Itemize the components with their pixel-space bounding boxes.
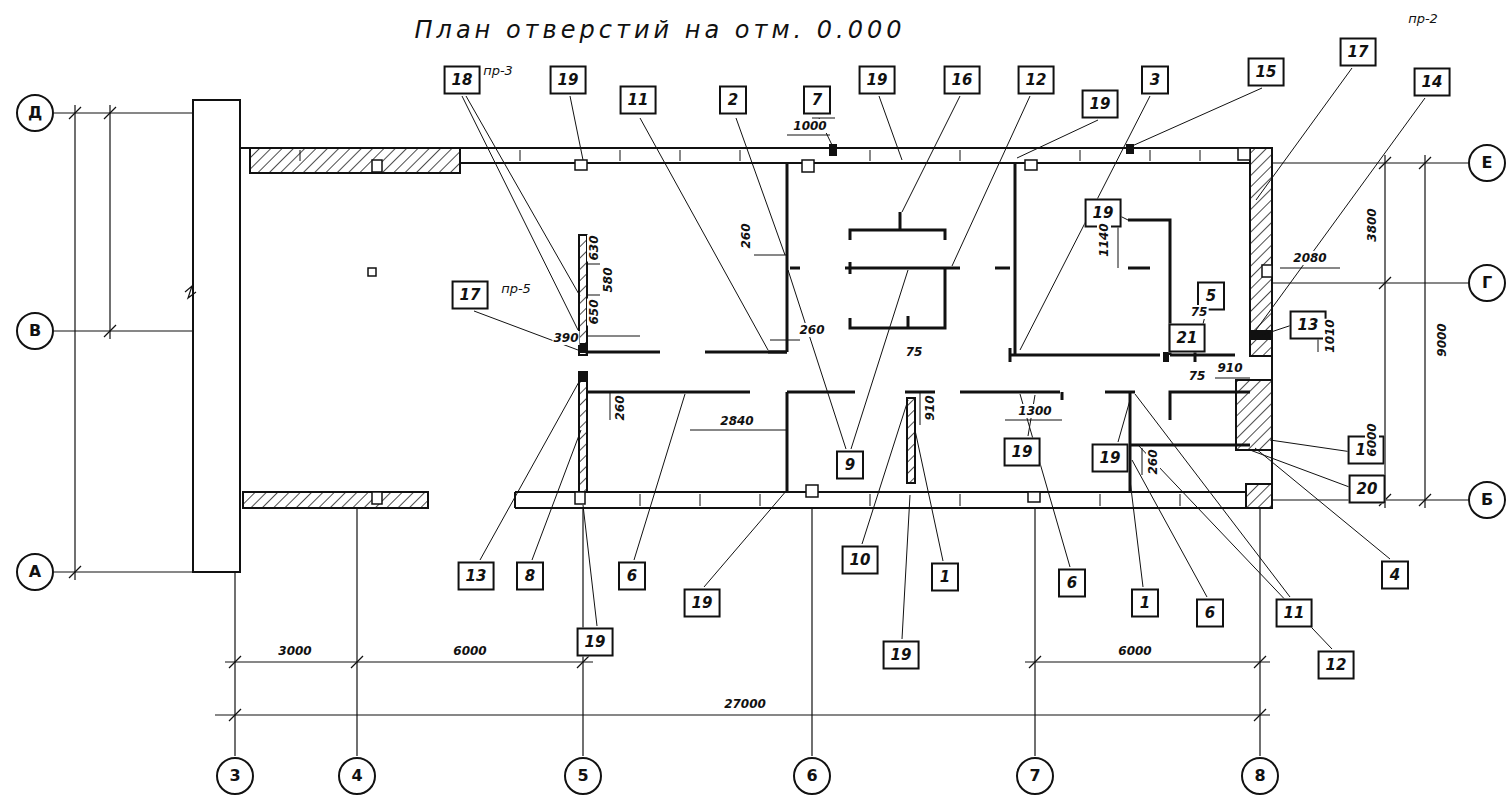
dimension: 1010 [1323, 318, 1337, 353]
callout-number: 20 [1349, 475, 1386, 504]
dimension: 9000 [1435, 322, 1449, 357]
opening-mark: пр-3 [482, 63, 514, 78]
callout-number: 19 [859, 66, 896, 95]
callout-number: 4 [1381, 561, 1409, 590]
dimension: 390 [552, 331, 579, 345]
dimension: 2840 [719, 414, 754, 428]
axis-mark: Г [1468, 264, 1506, 302]
dimension: 6000 [452, 644, 487, 658]
dimension: 260 [739, 222, 753, 249]
callout-number: 8 [516, 562, 544, 591]
callout-number: 3 [1141, 66, 1169, 95]
callout-number: 6 [1058, 569, 1086, 598]
callout-number: 6 [1196, 599, 1224, 628]
dimension: 2080 [1292, 251, 1327, 265]
callout-number: 21 [1169, 324, 1206, 353]
opening-mark: пр-5 [500, 281, 532, 296]
axis-mark: 7 [1016, 757, 1054, 795]
dimension: 75 [1188, 369, 1207, 383]
dimension: 27000 [723, 697, 767, 711]
dimension: 260 [798, 323, 825, 337]
callout-number: 17 [1340, 38, 1377, 67]
callout-number: 16 [944, 66, 981, 95]
callout-number: 10 [842, 546, 879, 575]
axis-mark: 4 [338, 757, 376, 795]
callout-number: 7 [803, 86, 831, 115]
dimension: 260 [1146, 448, 1160, 475]
axis-mark: 8 [1241, 757, 1279, 795]
callout-number: 12 [1018, 66, 1055, 95]
dimension: 580 [601, 266, 615, 293]
dimension: 75 [1190, 305, 1209, 319]
callout-number: 19 [1082, 90, 1119, 119]
axis-mark: Е [1468, 144, 1506, 182]
callout-number: 11 [620, 86, 657, 115]
dimension: 6000 [1117, 644, 1152, 658]
callout-number: 13 [1290, 311, 1327, 340]
dimension: 910 [1216, 361, 1243, 375]
dimension: 650 [587, 298, 601, 325]
callout-number: 19 [577, 628, 614, 657]
callout-number: 19 [1092, 444, 1129, 473]
callout-number: 19 [1004, 438, 1041, 467]
callout-number: 13 [458, 562, 495, 591]
dimension: 630 [587, 234, 601, 261]
dimension: 1300 [1017, 404, 1052, 418]
drawing-title: План отверстий на отм. 0.000 [415, 18, 906, 42]
callout-number: 15 [1248, 58, 1285, 87]
dimension: 3800 [1365, 207, 1379, 242]
callout-number: 19 [684, 589, 721, 618]
callout-number: 17 [452, 281, 489, 310]
callout-number: 2 [719, 86, 747, 115]
callout-number: 18 [444, 66, 481, 95]
dimension: 3000 [277, 644, 312, 658]
dimension: 1140 [1097, 222, 1111, 257]
axis-mark: В [16, 312, 54, 350]
axis-mark: 6 [793, 757, 831, 795]
axis-mark: 3 [216, 757, 254, 795]
callout-number: 19 [883, 641, 920, 670]
dimension: 910 [923, 394, 937, 421]
callout-number: 1 [1131, 589, 1159, 618]
callout-number: 19 [550, 66, 587, 95]
callout-number: 12 [1318, 651, 1355, 680]
dimension: 1000 [792, 119, 827, 133]
callout-number: 6 [618, 562, 646, 591]
axis-mark: Д [16, 94, 54, 132]
axis-mark: 5 [564, 757, 602, 795]
callout-number: 9 [836, 451, 864, 480]
opening-mark: пр-2 [1407, 11, 1439, 26]
callout-number: 11 [1276, 599, 1313, 628]
axis-mark: Б [1468, 481, 1506, 519]
callout-number: 14 [1414, 68, 1451, 97]
callout-number: 1 [931, 563, 959, 592]
dimension: 260 [613, 394, 627, 421]
axis-mark: А [16, 553, 54, 591]
dimension: 6000 [1365, 422, 1379, 457]
dimension: 75 [905, 345, 924, 359]
